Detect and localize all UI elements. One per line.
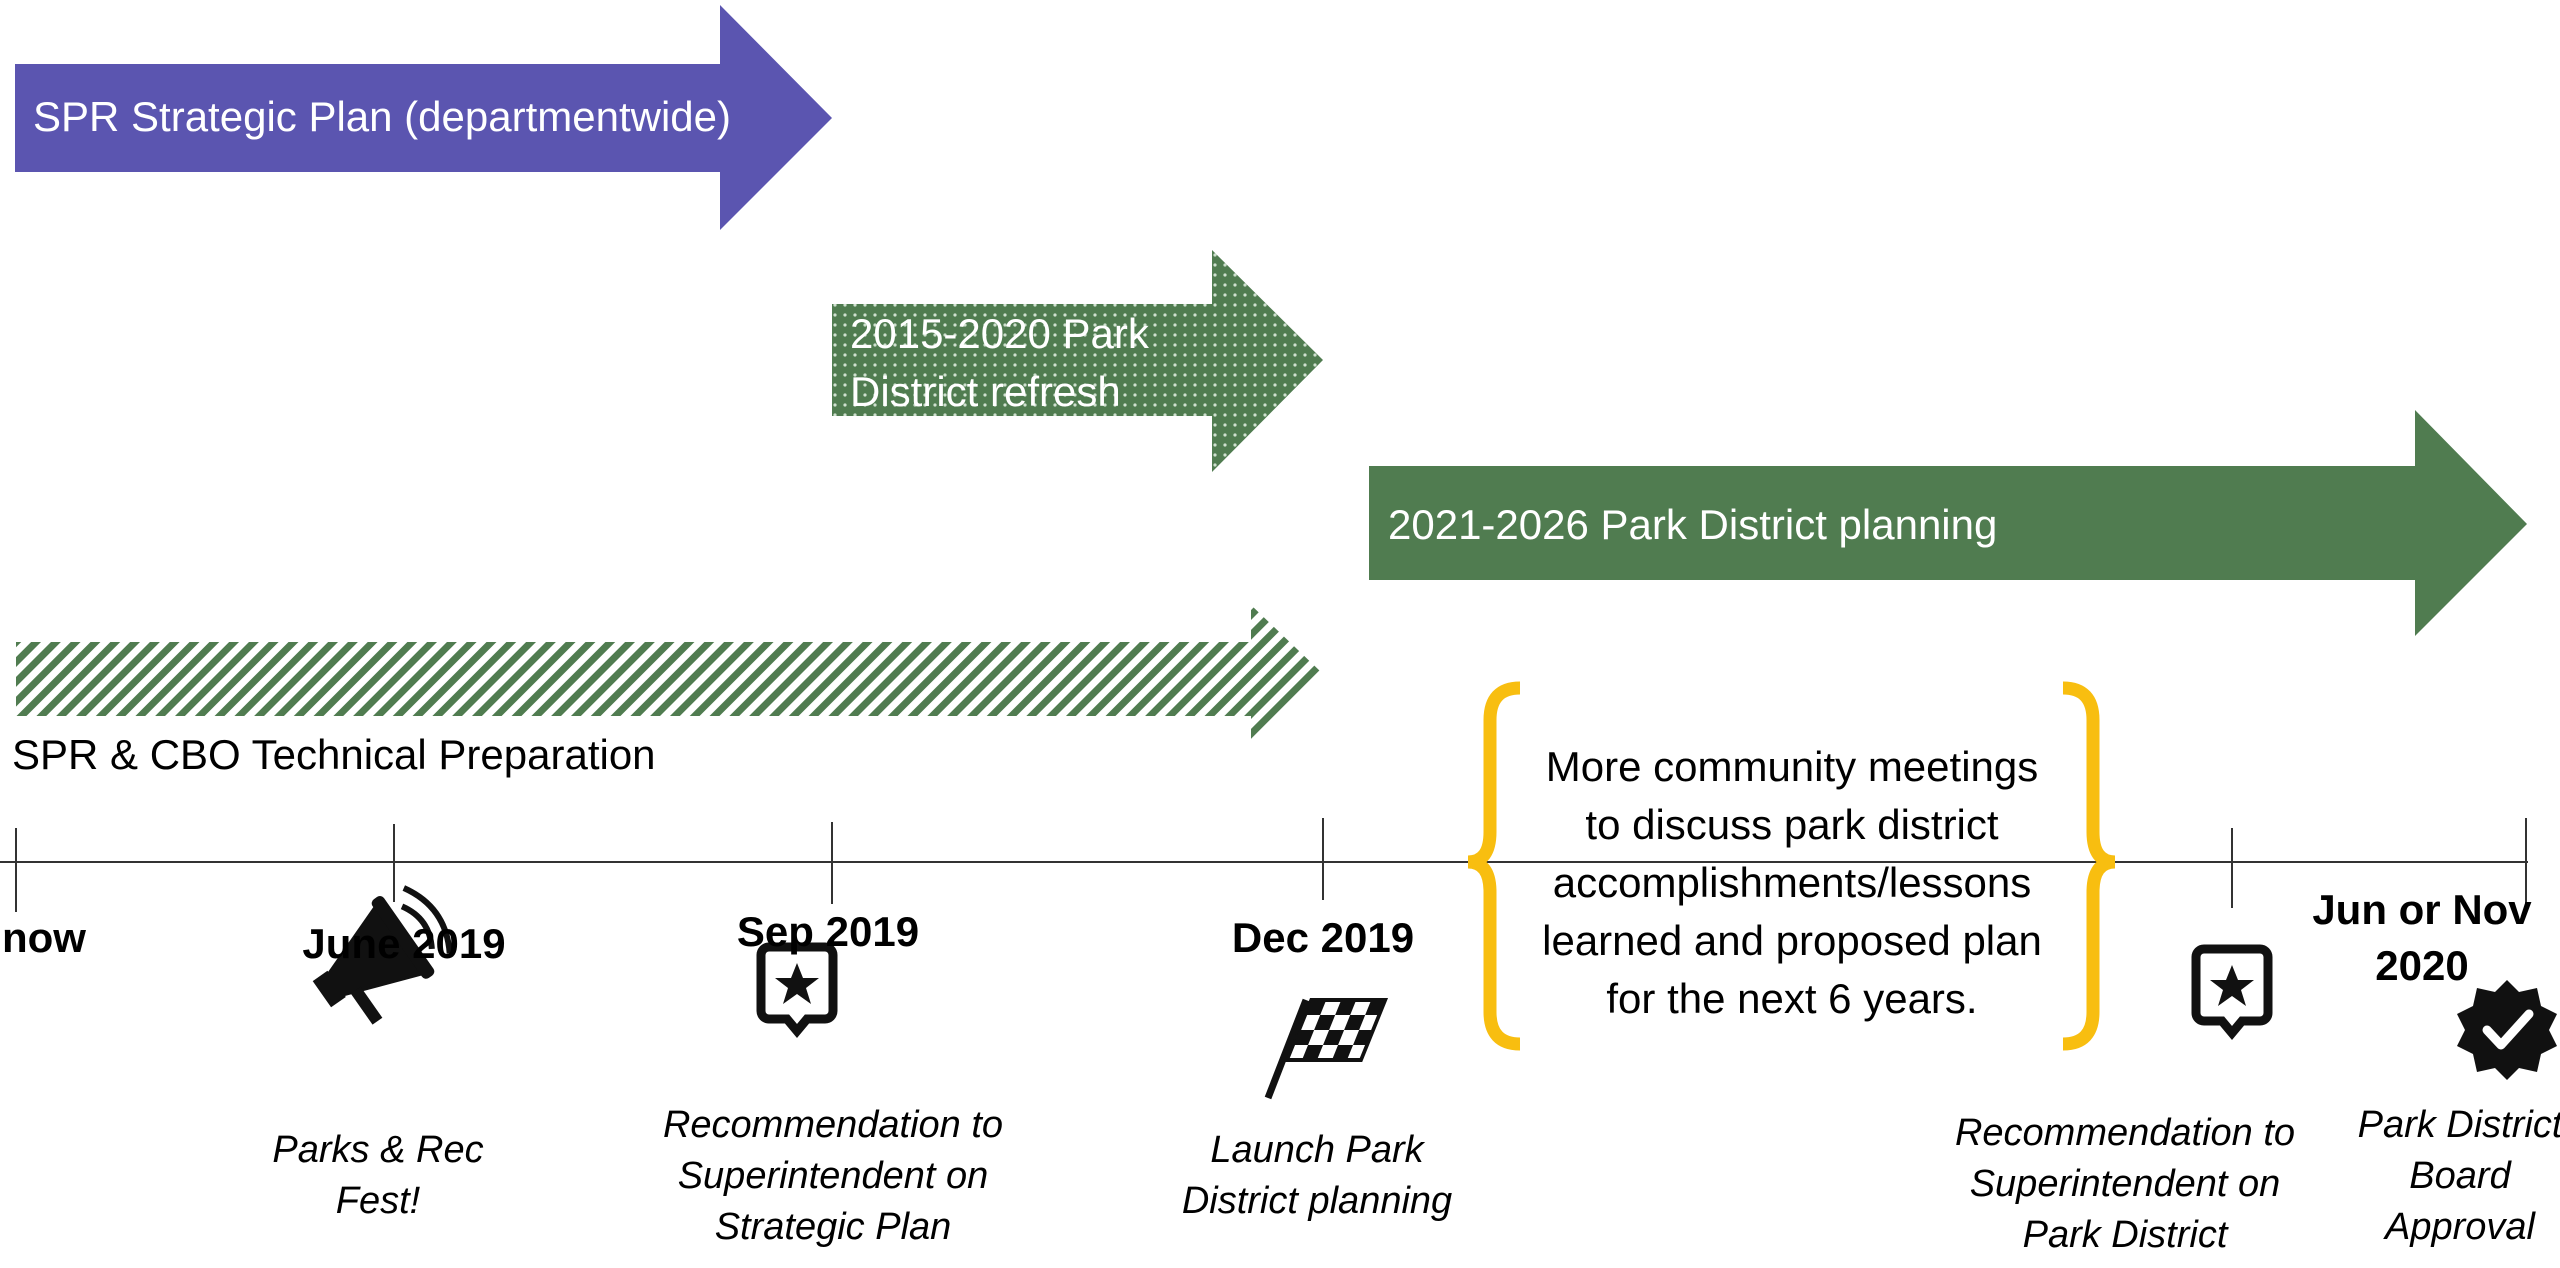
caption-recommendation-strategic-line3: Strategic Plan <box>714 1206 952 1248</box>
caption-approval-line1: Park District <box>2357 1104 2560 1146</box>
star-badge-icon <box>2191 944 2273 1041</box>
caption-recommendation-strategic-line2: Superintendent on <box>677 1155 989 1197</box>
star-badge-icon <box>756 942 838 1039</box>
milestone-date-now: now <box>2 914 86 961</box>
brace-note-line2: to discuss park district <box>1585 801 1999 848</box>
caption-approval-line2: Board <box>2409 1155 2511 1197</box>
milestone-date-jun-or-nov-line1: Jun or Nov <box>2312 886 2532 933</box>
park-district-refresh-arrow <box>832 250 1323 472</box>
strategic-plan-arrow <box>15 5 832 230</box>
megaphone-icon <box>312 885 453 1025</box>
caption-recommendation-strategic-line1: Recommendation to <box>662 1104 1004 1146</box>
brace-note-line3: accomplishments/lessons <box>1552 859 2032 906</box>
park-district-planning-arrow <box>1369 410 2527 636</box>
strategic-plan-label: SPR Strategic Plan (departmentwide) <box>33 93 731 140</box>
brace-note-line4: learned and proposed plan <box>1542 917 2042 964</box>
caption-recommendation-park-line2: Superintendent on <box>1969 1163 2281 1205</box>
caption-approval-line3: Approval <box>2385 1206 2535 1248</box>
refresh-label-line1: 2015-2020 Park <box>850 310 1149 357</box>
technical-preparation-arrow <box>16 605 1321 745</box>
brace-note-line5: for the next 6 years. <box>1606 975 1978 1022</box>
checkered-flag-icon <box>1264 998 1389 1100</box>
brace-note-line1: More community meetings <box>1545 743 2039 790</box>
milestone-date-sep-2019: Sep 2019 <box>736 908 920 955</box>
caption-launch-line1: Launch Park <box>1210 1129 1424 1171</box>
caption-recommendation-park-line1: Recommendation to <box>1954 1112 2296 1154</box>
refresh-label-line2: District refresh <box>850 368 1121 415</box>
caption-recommendation-park-line3: Park District <box>2022 1214 2228 1256</box>
planning-label: 2021-2026 Park District planning <box>1388 501 1998 548</box>
right-brace <box>2062 681 2116 1051</box>
technical-preparation-label: SPR & CBO Technical Preparation <box>12 731 656 778</box>
caption-fest-line1: Parks & Rec <box>272 1129 484 1171</box>
caption-fest-line2: Fest! <box>335 1180 421 1222</box>
milestone-date-june-2019: June 2019 <box>302 920 506 967</box>
caption-launch-line2: District planning <box>1181 1180 1453 1222</box>
left-brace <box>1467 681 1521 1051</box>
milestone-date-dec-2019: Dec 2019 <box>1231 914 1415 961</box>
verified-check-icon <box>2457 980 2557 1080</box>
milestone-date-jun-or-nov-line2: 2020 <box>2375 942 2469 989</box>
